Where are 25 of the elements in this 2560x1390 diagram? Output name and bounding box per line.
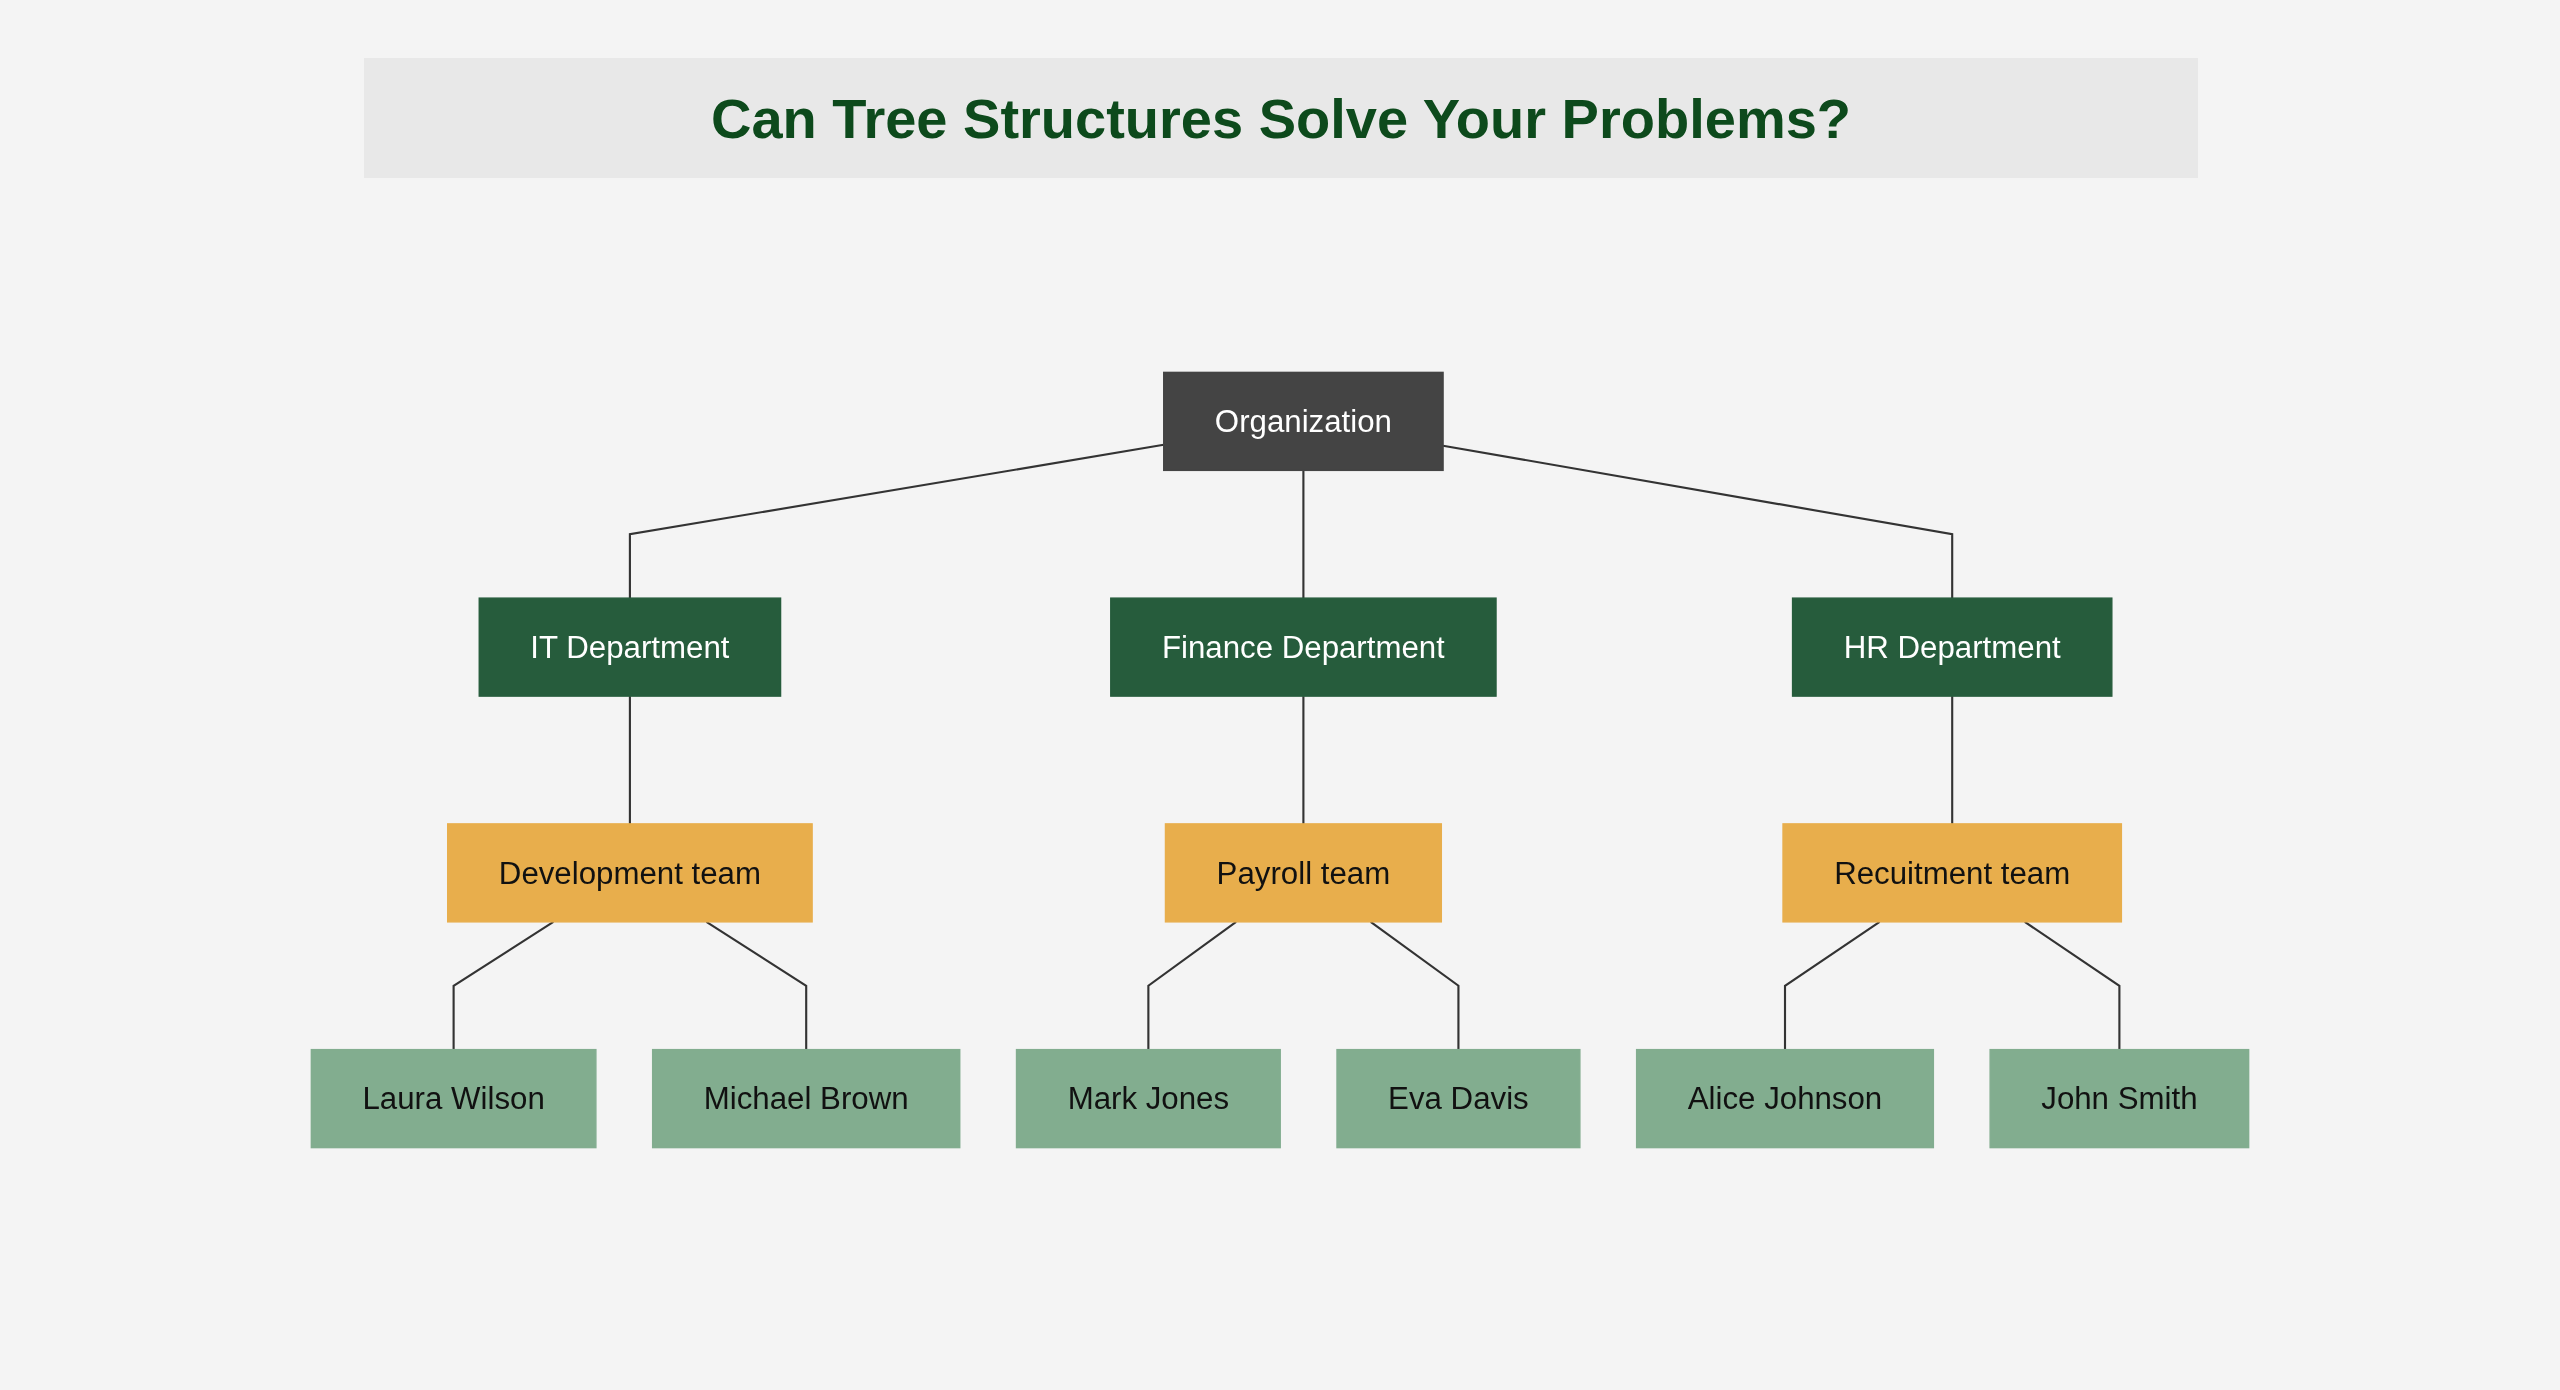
connector: [1370, 921, 1460, 1050]
connector: [1302, 470, 1305, 599]
connector: [628, 443, 1164, 599]
connector: [1147, 921, 1237, 1050]
node-box: Recuitment team: [1782, 823, 2123, 923]
node-box: IT Department: [478, 597, 782, 697]
node-box: Organization: [1163, 371, 1444, 472]
connector: [1302, 696, 1305, 824]
node-box: Development team: [447, 823, 813, 923]
node-box: Mark Jones: [1015, 1048, 1281, 1149]
connector: [705, 920, 808, 1050]
connector: [2024, 920, 2121, 1050]
title: Can Tree Structures Solve Your Problems?: [364, 58, 2198, 178]
node-box: Finance Department: [1110, 597, 1497, 697]
node-box: Alice Johnson: [1635, 1048, 1935, 1149]
connector: [452, 920, 554, 1050]
node-box: Michael Brown: [651, 1048, 961, 1149]
connector: [1951, 696, 1954, 824]
node-box: Laura Wilson: [310, 1048, 597, 1149]
connector: [1783, 920, 1881, 1050]
node-box: John Smith: [1989, 1048, 2250, 1149]
node-box: Payroll team: [1164, 823, 1443, 923]
node-box: HR Department: [1791, 597, 2113, 697]
node-box: Eva Davis: [1336, 1048, 1581, 1149]
connector: [628, 696, 631, 824]
